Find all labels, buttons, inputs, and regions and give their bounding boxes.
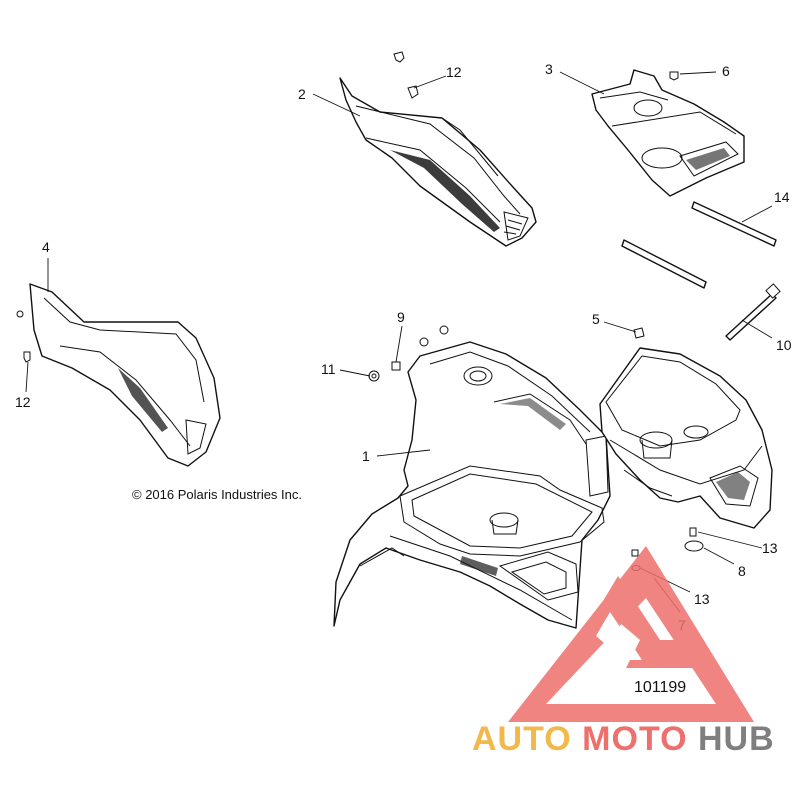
callout-8: 8 <box>738 563 746 579</box>
figure-number: 101199 <box>634 679 686 696</box>
part-2-side-panel <box>339 77 537 247</box>
callout-10: 10 <box>776 337 792 353</box>
callout-5: 5 <box>592 311 600 327</box>
watermark-brand-moto: MOTO <box>582 720 687 758</box>
callout-12b: 12 <box>15 394 31 410</box>
callout-labels: 1 2 3 4 5 6 7 8 9 10 11 12 12 13 13 14 <box>15 61 792 633</box>
part-1-rear-fender <box>333 341 611 629</box>
callout-2: 2 <box>298 86 306 102</box>
leader-lines <box>25 71 773 613</box>
part-14-rod <box>621 201 777 289</box>
hardware <box>16 51 704 571</box>
callout-4: 4 <box>42 239 50 255</box>
callout-14: 14 <box>774 189 790 205</box>
watermark-brand-auto: AUTO <box>472 720 572 758</box>
watermark-brand-hub: HUB <box>698 720 775 758</box>
part-4-side-panel <box>29 283 221 467</box>
callout-9: 9 <box>397 309 405 325</box>
callout-1: 1 <box>362 448 370 464</box>
callout-12a: 12 <box>446 64 462 80</box>
part-10-bolt <box>725 283 781 341</box>
callout-13b: 13 <box>694 591 710 607</box>
watermark-triangle-icon <box>508 546 754 722</box>
watermark-logo: 101199 AUTO MOTO HUB <box>472 546 775 758</box>
watermark-brand: AUTO MOTO HUB <box>472 720 775 758</box>
callout-6: 6 <box>722 63 730 79</box>
part-3-console <box>591 69 745 197</box>
copyright-text: © 2016 Polaris Industries Inc. <box>132 487 302 502</box>
callout-3: 3 <box>545 61 553 77</box>
callout-13a: 13 <box>762 540 778 556</box>
storage-box <box>599 347 773 529</box>
callout-11: 11 <box>321 361 336 377</box>
